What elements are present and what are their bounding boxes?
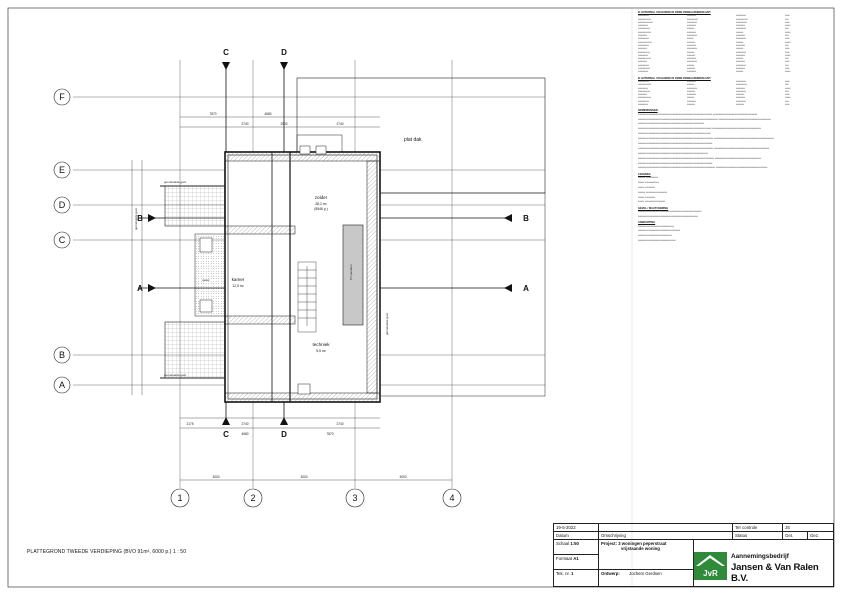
section-mark-b-left: B	[137, 214, 143, 223]
dimension-lines-bottom	[180, 417, 452, 481]
dimension-lines-top	[180, 116, 380, 128]
axis-label-4: 4	[449, 493, 454, 503]
axis-label-c: C	[59, 235, 66, 245]
room-kamer-name: kamer	[232, 277, 245, 282]
section-mark-c-top: C	[223, 48, 229, 57]
specification-notes: B. EXTERNAL VOLGORDE IN ORDE ZENBAARHEID…	[638, 8, 834, 428]
roof-label: plat dak	[404, 137, 422, 143]
company-logo: JvR Aannemingsbedrijf Jansen & Van Ralen…	[694, 551, 830, 584]
dim-top-1: 7870	[209, 112, 216, 116]
room-techniek-name: techniek	[312, 342, 330, 347]
notes-heading-5: GEVEL / MAATVOERING	[638, 206, 669, 210]
room-zolder-area: 28,1 m²	[315, 202, 327, 206]
dim-bottom-5: 4680	[241, 432, 248, 436]
section-mark-c-bottom: C	[223, 430, 229, 439]
tb-ontwerp: Ontwerp: Jochem Gerdsen	[599, 570, 694, 586]
dim-bottom-4: 2740	[336, 422, 343, 426]
notes-heading-4: LEGENDA	[638, 172, 651, 176]
axis-label-1: 1	[177, 493, 182, 503]
dim-bottom-6: 7870	[326, 432, 333, 436]
tb-gez-label: Gez.	[808, 532, 833, 540]
dim-base-1: 3000	[212, 475, 219, 479]
axis-label-3: 3	[352, 493, 357, 503]
gutter-label-4: gemetselde goot	[134, 208, 138, 230]
tb-ter-controle-label: Ter controle	[733, 524, 783, 532]
room-zolder-name: zolder	[315, 195, 328, 200]
axis-label-b: B	[59, 350, 65, 360]
section-mark-d-top: D	[281, 48, 287, 57]
dim-bottom-1: 2175	[186, 422, 193, 426]
room-zolder-sub: (5546 p.)	[314, 207, 328, 211]
dim-top-5: 2740	[336, 122, 343, 126]
grid-axes-horizontal	[73, 96, 545, 386]
dim-top-4: 2500	[280, 122, 287, 126]
room-kamer-area: 12,5 m²	[232, 284, 244, 288]
sheet-border	[7, 7, 835, 588]
tb-date: 19-5-2022	[554, 524, 599, 532]
tb-ter-controle-value: JS	[783, 524, 833, 532]
tb-status-label: Status	[733, 532, 783, 540]
axis-label-e: E	[59, 165, 65, 175]
company-line2: Jansen & Van Ralen B.V.	[731, 562, 819, 584]
shaft-label: PV-panelen	[349, 264, 353, 280]
section-mark-a-right: A	[523, 284, 529, 293]
dim-base-2: 3000	[300, 475, 307, 479]
svg-text:JvR: JvR	[703, 569, 718, 578]
notes-heading-3: OPMERKINGEN	[638, 109, 658, 113]
axis-label-a: A	[59, 380, 65, 390]
axis-row-bubbles	[53, 88, 71, 394]
tb-date-label: Datum	[554, 532, 599, 540]
tb-project: Project: 3 woningen peperstraat vrijstaa…	[599, 540, 694, 570]
tb-schaal: Schaal 1:50	[554, 540, 599, 555]
company-line1: Aannemingsbedrijf	[731, 553, 789, 560]
notes-heading-1: B. EXTERNAL VOLGORDE IN ORDE ZENBAARHEID…	[638, 11, 711, 14]
dim-bottom-2: 2740	[241, 422, 248, 426]
section-mark-b-right: B	[523, 214, 529, 223]
dim-top-3: 2740	[241, 122, 248, 126]
dimension-lines-left	[131, 160, 143, 395]
plan-caption: PLATTEGROND TWEEDE VERDIEPING (BVO 91m²,…	[27, 549, 187, 555]
gutter-label-3: gemetselde goot	[385, 313, 389, 335]
gutter-label-1: gemetselde goot	[164, 180, 186, 184]
dim-base-3: 3000	[399, 475, 406, 479]
dim-bottom-3: 2500	[280, 422, 287, 426]
section-mark-d-bottom: D	[281, 430, 287, 439]
axis-label-f: F	[59, 92, 65, 102]
section-mark-a-left: A	[137, 284, 143, 293]
tb-formaat: Formaat A1	[554, 555, 599, 570]
gutter-label-2: gemetselde goot	[164, 373, 186, 377]
notes-heading-2: B. EXTERNAL VOLGORDE IN ORDE ZENBAARHEID…	[638, 76, 711, 80]
title-block: 19-5-2022 Ter controle JS Datum Omschrij…	[553, 523, 834, 587]
axis-label-2: 2	[250, 493, 255, 503]
tb-tek: Tek. nr. 1	[554, 570, 599, 586]
notes-heading-6: ASBEURTING	[638, 221, 656, 225]
jvr-logo-icon: JvR	[694, 552, 727, 580]
tb-get-label: Get.	[783, 532, 808, 540]
building-walls	[160, 145, 381, 403]
meter-label: meter	[202, 278, 210, 282]
axis-label-d: D	[59, 200, 66, 210]
tb-omschrijving-label: Omschrijving	[599, 532, 733, 540]
dim-top-2: 4680	[264, 112, 271, 116]
room-techniek-area: 5,5 m²	[316, 349, 326, 353]
axis-col-bubbles	[170, 488, 462, 508]
section-arrows	[148, 62, 512, 425]
